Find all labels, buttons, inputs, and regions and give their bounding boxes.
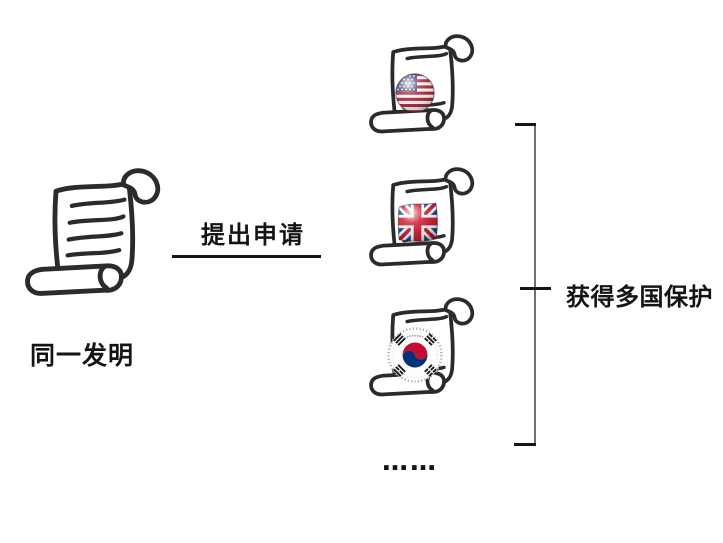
bracket-tick-top bbox=[515, 123, 536, 126]
document-text-lines bbox=[65, 197, 127, 258]
bracket-line bbox=[534, 124, 536, 446]
ellipsis-text: …… bbox=[382, 447, 438, 477]
invention-label: 同一发明 bbox=[30, 343, 135, 370]
kr-flag-icon bbox=[387, 327, 443, 383]
us-flag-icon bbox=[395, 73, 435, 113]
invention-scroll-icon bbox=[16, 168, 174, 307]
taegeuk-symbol bbox=[402, 342, 428, 368]
connector-line bbox=[172, 255, 321, 258]
patent-scroll-south-korea bbox=[362, 297, 485, 405]
patent-scroll-usa bbox=[362, 34, 485, 142]
bracket-tick-middle bbox=[520, 287, 551, 290]
uk-flag-icon bbox=[397, 202, 438, 242]
patent-scroll-uk bbox=[362, 167, 485, 275]
protection-label: 获得多国保护 bbox=[566, 285, 713, 311]
trigrams bbox=[393, 333, 437, 377]
bracket-tick-bottom bbox=[514, 443, 536, 446]
application-label: 提出申请 bbox=[201, 223, 305, 249]
